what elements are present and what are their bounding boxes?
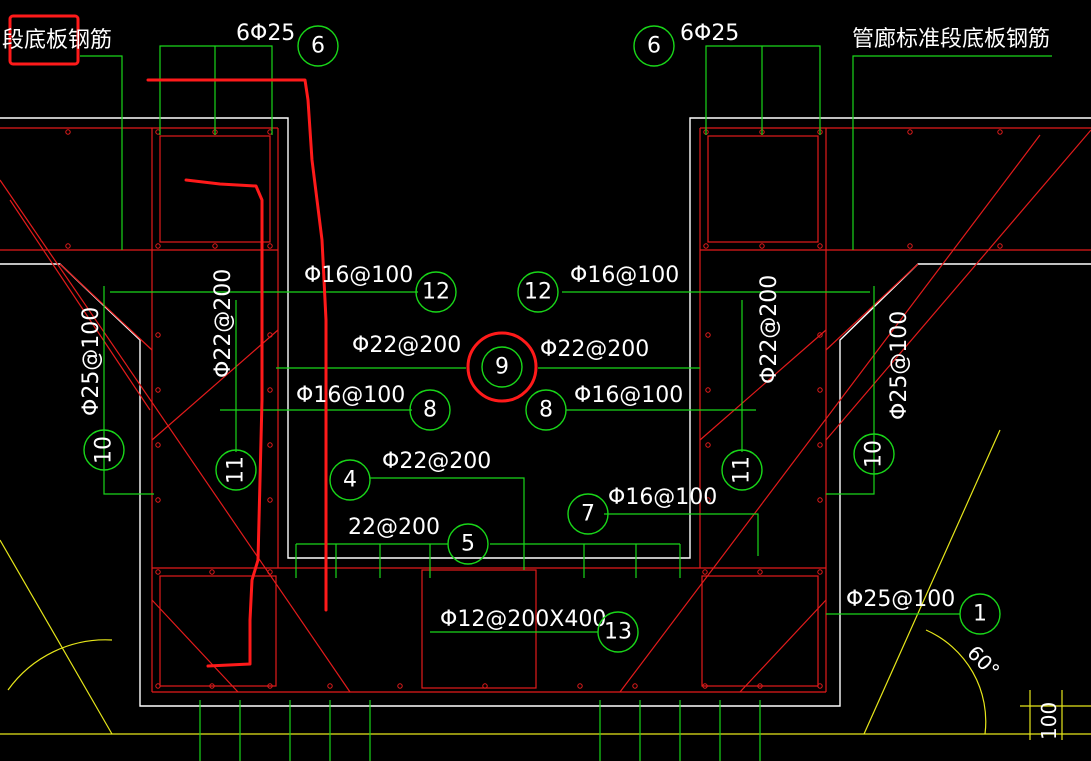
leader-lines	[80, 45, 1052, 761]
marker-10-left: 10	[83, 429, 125, 471]
label-rebar-1: Φ25@100	[846, 587, 955, 612]
svg-text:1: 1	[973, 602, 987, 627]
label-rebar-12-right: Φ16@100	[570, 263, 679, 288]
annotation-labels: 段底板钢筋 管廊标准段底板钢筋 6Φ25 6Φ25 Φ16@100 Φ16@10…	[2, 21, 1061, 740]
label-rebar-12-left: Φ16@100	[304, 263, 413, 288]
svg-text:5: 5	[461, 532, 475, 557]
svg-text:6: 6	[647, 34, 661, 59]
label-dimension: 100	[1037, 702, 1061, 740]
svg-text:13: 13	[604, 620, 632, 645]
label-top-right: 管廊标准段底板钢筋	[852, 27, 1050, 52]
svg-text:7: 7	[581, 502, 595, 527]
label-rebar-8-right: Φ16@100	[574, 383, 683, 408]
marker-1: 1	[959, 593, 1001, 635]
marker-13: 13	[597, 611, 639, 653]
label-rebar-4: Φ22@200	[382, 449, 491, 474]
label-rebar-6-right: 6Φ25	[680, 21, 739, 46]
label-rebar-11-right: Φ22@200	[757, 275, 782, 384]
svg-text:12: 12	[422, 280, 450, 305]
label-rebar-9-right: Φ22@200	[540, 337, 649, 362]
ground-lines	[0, 429, 1091, 740]
highlight-box-top-left	[8, 14, 80, 66]
svg-text:11: 11	[224, 456, 249, 484]
label-rebar-6-left: 6Φ25	[236, 21, 295, 46]
highlight-circle-9	[466, 331, 538, 403]
marker-7: 7	[567, 493, 609, 535]
svg-text:4: 4	[343, 468, 357, 493]
svg-text:12: 12	[524, 280, 552, 305]
label-rebar-8-left: Φ16@100	[296, 383, 405, 408]
svg-text:10: 10	[92, 436, 117, 464]
highlight-stroke-long	[146, 78, 328, 612]
marker-6-right: 6	[633, 25, 675, 67]
rebar-lines	[0, 127, 1091, 693]
label-rebar-9-left: Φ22@200	[352, 333, 461, 358]
svg-text:8: 8	[539, 398, 553, 423]
marker-12-right: 12	[517, 271, 559, 313]
highlight-strokes	[8, 14, 538, 668]
label-rebar-11-left: Φ22@200	[211, 269, 236, 378]
label-rebar-10-right: Φ25@100	[887, 311, 912, 420]
svg-text:8: 8	[423, 398, 437, 423]
highlight-stroke-short	[184, 178, 264, 668]
marker-11-left: 11	[215, 449, 257, 491]
marker-9: 9	[481, 346, 523, 388]
marker-5: 5	[447, 523, 489, 565]
svg-text:10: 10	[862, 440, 887, 468]
label-angle: 60°	[962, 641, 1004, 683]
label-rebar-7: Φ16@100	[608, 485, 717, 510]
marker-8-right: 8	[525, 389, 567, 431]
label-rebar-5: 22@200	[348, 515, 440, 540]
markers: 6 6 12 12 9 8 8 10 10 11 11 4 7 5 13 1	[83, 25, 1001, 653]
marker-10-right: 10	[853, 433, 895, 475]
label-rebar-13: Φ12@200X400	[440, 607, 606, 632]
marker-11-right: 11	[721, 449, 763, 491]
label-top-left: 段底板钢筋	[2, 28, 112, 53]
svg-text:6: 6	[311, 34, 325, 59]
svg-text:9: 9	[495, 355, 509, 380]
marker-4: 4	[329, 459, 371, 501]
svg-text:11: 11	[730, 456, 755, 484]
marker-12-left: 12	[415, 271, 457, 313]
marker-6-left: 6	[297, 25, 339, 67]
marker-8-left: 8	[409, 389, 451, 431]
label-rebar-10-left: Φ25@100	[79, 307, 104, 416]
